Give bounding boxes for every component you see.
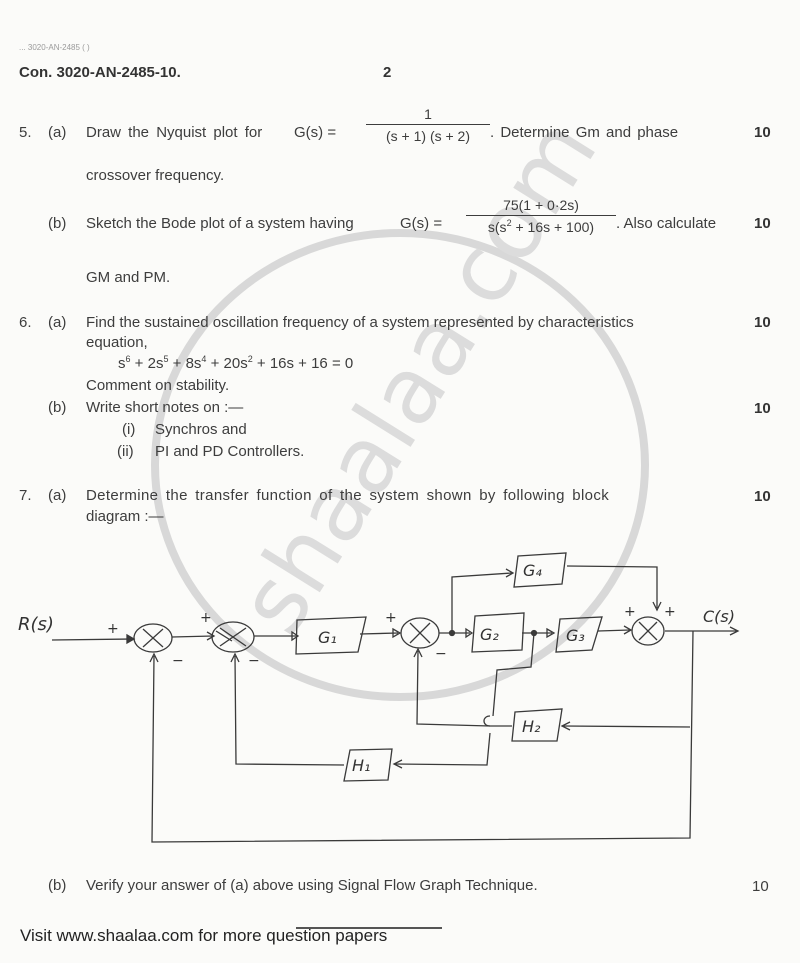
q5a-denominator: (s + 1) (s + 2) xyxy=(366,124,490,144)
q6b-item-1-label: (i) xyxy=(122,421,136,438)
q5b-den-suffix: + 16s + 100) xyxy=(511,219,595,235)
q5b-text: Sketch the Bode plot of a system having xyxy=(86,215,354,232)
q7a-marks: 10 xyxy=(754,488,771,505)
svg-text:+: + xyxy=(107,621,119,637)
q6a-marks: 10 xyxy=(754,314,771,331)
block-h2-label: H₂ xyxy=(522,717,541,736)
q6a-line2: equation, xyxy=(86,334,148,351)
summing-junction-2 xyxy=(211,621,255,653)
q5b-text-after: . Also calculate xyxy=(616,215,717,232)
scan-artifact-text: ... 3020-AN-2485 ( ) xyxy=(19,43,90,52)
block-h1 xyxy=(343,748,393,782)
svg-text:+: + xyxy=(624,604,636,620)
block-g2 xyxy=(471,612,525,653)
block-g4 xyxy=(513,552,567,588)
q5b-denominator: s(s2 + 16s + 100) xyxy=(466,215,616,235)
q5a-text: Draw the Nyquist plot for xyxy=(86,124,263,141)
block-g1 xyxy=(295,616,367,655)
summing-junction-1 xyxy=(133,623,173,653)
q5b-den-exponent: 2 xyxy=(506,218,512,228)
svg-text:+: + xyxy=(385,610,397,626)
q5a-label: (a) xyxy=(48,124,67,141)
svg-text:−: − xyxy=(435,646,447,662)
q5b-continuation: GM and PM. xyxy=(86,269,171,286)
q5a-marks: 10 xyxy=(754,124,771,141)
footer-overline xyxy=(296,927,442,929)
svg-text:−: − xyxy=(172,653,184,669)
q5b-numerator: 75(1 + 0·2s) xyxy=(503,197,579,213)
question-number-5: 5. xyxy=(19,124,32,141)
block-diagram: R(s) + − + − + − + + C(s) G₁ G₄ G₂ G₃ H₂… xyxy=(18,552,740,843)
summing-junction-4 xyxy=(631,616,665,646)
q6b-marks: 10 xyxy=(754,400,771,417)
output-label: C(s) xyxy=(703,607,735,626)
q7a-line1: Determine the transfer function of the s… xyxy=(86,487,610,504)
question-number-6: 6. xyxy=(19,314,32,331)
svg-text:+: + xyxy=(200,610,212,626)
q5a-text-after: . Determine Gm and phase xyxy=(490,124,679,141)
q5a-fraction: 1 (s + 1) (s + 2) xyxy=(366,106,490,144)
q5a-numerator: 1 xyxy=(424,106,432,122)
q5b-label: (b) xyxy=(48,215,67,232)
q6a-line1: Find the sustained oscillation frequency… xyxy=(86,314,634,331)
q7b-line1: Verify your answer of (a) above using Si… xyxy=(86,877,538,894)
q5a-continuation: crossover frequency. xyxy=(86,167,225,184)
q7a-line2: diagram :— xyxy=(86,508,164,525)
block-g2-label: G₂ xyxy=(480,625,499,644)
paper-code: Con. 3020-AN-2485-10. xyxy=(19,64,181,81)
q6b-item-2-text: PI and PD Controllers. xyxy=(155,443,305,460)
footer-link-text[interactable]: Visit www.shaalaa.com for more question … xyxy=(20,926,388,945)
summing-junction-3 xyxy=(400,617,440,649)
svg-text:+: + xyxy=(664,604,676,620)
q7b-label: (b) xyxy=(48,877,67,894)
q6a-equation: s6 + 2s5 + 8s4 + 20s2 + 16s + 16 = 0 xyxy=(118,354,354,373)
block-g3-label: G₃ xyxy=(566,626,585,645)
q6b-item-2-label: (ii) xyxy=(117,443,134,460)
q5b-den-prefix: s(s xyxy=(487,219,507,235)
q5b-lhs: G(s) = xyxy=(400,215,443,232)
block-g1-label: G₁ xyxy=(318,628,337,647)
q6a-line4: Comment on stability. xyxy=(86,377,230,394)
q6b-line1: Write short notes on :— xyxy=(86,399,244,416)
input-label: R(s) xyxy=(18,614,54,635)
q7b-marks: 10 xyxy=(752,878,769,895)
block-g4-label: G₄ xyxy=(523,561,542,580)
q5b-marks: 10 xyxy=(754,215,771,232)
q6b-item-1-text: Synchros and xyxy=(155,421,247,438)
block-h2 xyxy=(511,708,563,742)
q6b-label: (b) xyxy=(48,399,67,416)
q5a-lhs: G(s) = xyxy=(294,124,337,141)
page-number: 2 xyxy=(383,64,392,81)
q6a-label: (a) xyxy=(48,314,67,331)
q5b-fraction: 75(1 + 0·2s) s(s2 + 16s + 100) xyxy=(466,197,616,235)
block-g3 xyxy=(555,616,603,653)
block-h1-label: H₁ xyxy=(352,756,370,775)
question-number-7: 7. xyxy=(19,487,32,504)
q7a-label: (a) xyxy=(48,487,67,504)
svg-text:−: − xyxy=(248,653,260,669)
